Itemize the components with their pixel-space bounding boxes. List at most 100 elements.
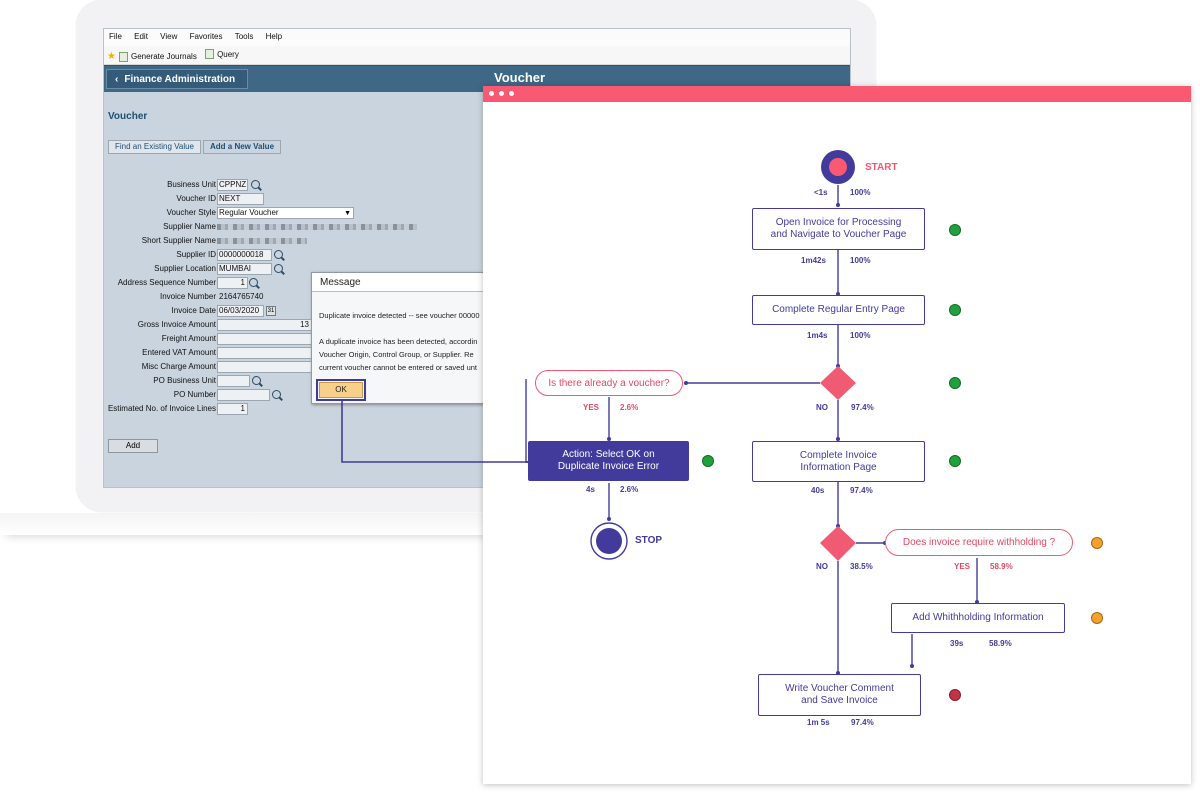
- action-time: 4s: [586, 485, 595, 494]
- gross-amount-input[interactable]: 13: [217, 319, 312, 331]
- vat-amount-input[interactable]: [217, 347, 312, 359]
- menu-favorites[interactable]: Favorites: [189, 32, 223, 41]
- connector-dot: [836, 437, 840, 441]
- page-title: Voucher: [108, 111, 148, 122]
- open-time: 1m42s: [801, 256, 826, 265]
- invoice-date-input[interactable]: 06/03/2020: [217, 305, 264, 317]
- node-action-select-ok[interactable]: Action: Select OK on Duplicate Invoice E…: [528, 441, 689, 481]
- window-dot-icon[interactable]: [489, 91, 494, 96]
- lookup-icon[interactable]: [272, 390, 281, 399]
- node-open-invoice[interactable]: Open Invoice for Processing and Navigate…: [752, 208, 925, 250]
- po-business-unit-input[interactable]: [217, 375, 250, 387]
- address-seq-input[interactable]: 1: [217, 277, 248, 289]
- node-add-withholding[interactable]: Add Whithholding Information: [891, 603, 1065, 633]
- voucher-no-percent: 97.4%: [851, 403, 874, 412]
- voucher-yes-label: YES: [583, 403, 600, 412]
- misc-charge-input[interactable]: [217, 361, 312, 373]
- back-button[interactable]: ‹ Finance Administration: [106, 69, 248, 89]
- page-icon: [205, 49, 215, 59]
- short-supplier-name-label: Short Supplier Name: [141, 236, 216, 245]
- node-invoice-information[interactable]: Complete Invoice Information Page: [752, 441, 925, 482]
- ok-button[interactable]: OK: [316, 379, 366, 401]
- laptop-base: [0, 513, 520, 535]
- connector-dot: [836, 203, 840, 207]
- invoice-number-input[interactable]: 2164765740: [219, 292, 264, 301]
- window-dot-icon[interactable]: [509, 91, 514, 96]
- connector-dot: [684, 381, 688, 385]
- withholding-yes-percent: 58.9%: [990, 562, 1013, 571]
- save-time: 1m 5s: [807, 718, 830, 727]
- voucher-no-label: NO: [816, 403, 828, 412]
- supplier-name-label: Supplier Name: [163, 222, 216, 231]
- stop-label: STOP: [635, 535, 663, 546]
- lookup-icon[interactable]: [249, 278, 258, 287]
- decision-withholding-question[interactable]: Does invoice require withholding ?: [885, 529, 1073, 556]
- status-darkred-icon: [949, 689, 961, 701]
- window-dot-icon[interactable]: [499, 91, 504, 96]
- misc-charge-label: Misc Charge Amount: [141, 362, 216, 371]
- menu-tools[interactable]: Tools: [234, 32, 254, 41]
- voucher-style-value: Regular Voucher: [219, 208, 279, 217]
- connector-dot: [910, 664, 914, 668]
- withholding-no-label: NO: [816, 562, 828, 571]
- menu-file[interactable]: File: [109, 32, 122, 41]
- voucher-id-input[interactable]: NEXT: [217, 193, 264, 205]
- business-unit-input[interactable]: CPPNZ: [217, 179, 248, 191]
- lookup-icon[interactable]: [274, 250, 283, 259]
- flow-connectors: [525, 150, 979, 675]
- status-orange-icon: [1091, 612, 1103, 624]
- menu-help[interactable]: Help: [265, 32, 283, 41]
- decision-voucher-question[interactable]: Is there already a voucher?: [535, 370, 683, 396]
- lookup-icon[interactable]: [251, 180, 260, 189]
- est-lines-input[interactable]: 1: [217, 403, 248, 415]
- info-percent: 97.4%: [850, 486, 873, 495]
- withholding-yes-label: YES: [954, 562, 971, 571]
- dialog-text-line1: Duplicate invoice detected -- see vouche…: [319, 311, 480, 320]
- node-save-invoice[interactable]: Write Voucher Comment and Save Invoice: [758, 674, 921, 716]
- po-number-label: PO Number: [173, 390, 216, 399]
- menu-view[interactable]: View: [160, 32, 178, 41]
- status-green-icon: [702, 455, 714, 467]
- withholding-no-percent: 38.5%: [850, 562, 873, 571]
- start-percent: 100%: [850, 188, 871, 197]
- star-icon: ★: [107, 51, 116, 62]
- info-time: 40s: [811, 486, 825, 495]
- decision-diamond-icon: [820, 366, 856, 400]
- voucher-id-label: Voucher ID: [176, 194, 216, 203]
- dialog-text-line4: current voucher cannot be entered or sav…: [319, 363, 478, 372]
- voucher-style-select[interactable]: Regular Voucher ▼: [217, 207, 354, 219]
- po-business-unit-label: PO Business Unit: [153, 376, 216, 385]
- query-link[interactable]: Query: [202, 46, 242, 59]
- menu-edit[interactable]: Edit: [134, 32, 148, 41]
- lookup-icon[interactable]: [274, 264, 283, 273]
- status-green-icon: [949, 224, 961, 236]
- calendar-icon[interactable]: 31: [266, 306, 276, 316]
- gross-amount-label: Gross Invoice Amount: [137, 320, 216, 329]
- voucher-yes-percent: 2.6%: [620, 403, 639, 412]
- node-regular-entry[interactable]: Complete Regular Entry Page: [752, 295, 925, 325]
- decision-diamond-icon: [820, 526, 856, 561]
- tab-find-existing[interactable]: Find an Existing Value: [108, 140, 202, 154]
- vat-amount-label: Entered VAT Amount: [142, 348, 216, 357]
- est-lines-label: Estimated No. of Invoice Lines: [107, 404, 216, 413]
- supplier-location-input[interactable]: MUMBAI: [217, 263, 272, 275]
- query-label: Query: [217, 49, 239, 59]
- redacted-short-name: [217, 238, 307, 244]
- business-unit-label: Business Unit: [167, 180, 216, 189]
- page-icon: [119, 51, 128, 62]
- generate-journals-link[interactable]: ★ Generate Journals: [104, 49, 200, 62]
- connector-dot: [607, 437, 611, 441]
- status-green-icon: [949, 304, 961, 316]
- tab-add-new[interactable]: Add a New Value: [203, 140, 282, 154]
- po-number-input[interactable]: [217, 389, 270, 401]
- add-button[interactable]: Add: [108, 439, 158, 453]
- invoice-number-label: Invoice Number: [159, 292, 216, 301]
- redacted-supplier-name: [217, 224, 417, 230]
- address-seq-label: Address Sequence Number: [117, 278, 216, 287]
- supplier-id-input[interactable]: 0000000018: [217, 249, 272, 261]
- connector-dot: [607, 517, 611, 521]
- freight-amount-input[interactable]: [217, 333, 312, 345]
- chevron-left-icon: ‹: [115, 73, 119, 85]
- dialog-text-line2: A duplicate invoice has been detected, a…: [319, 337, 478, 346]
- lookup-icon[interactable]: [252, 376, 261, 385]
